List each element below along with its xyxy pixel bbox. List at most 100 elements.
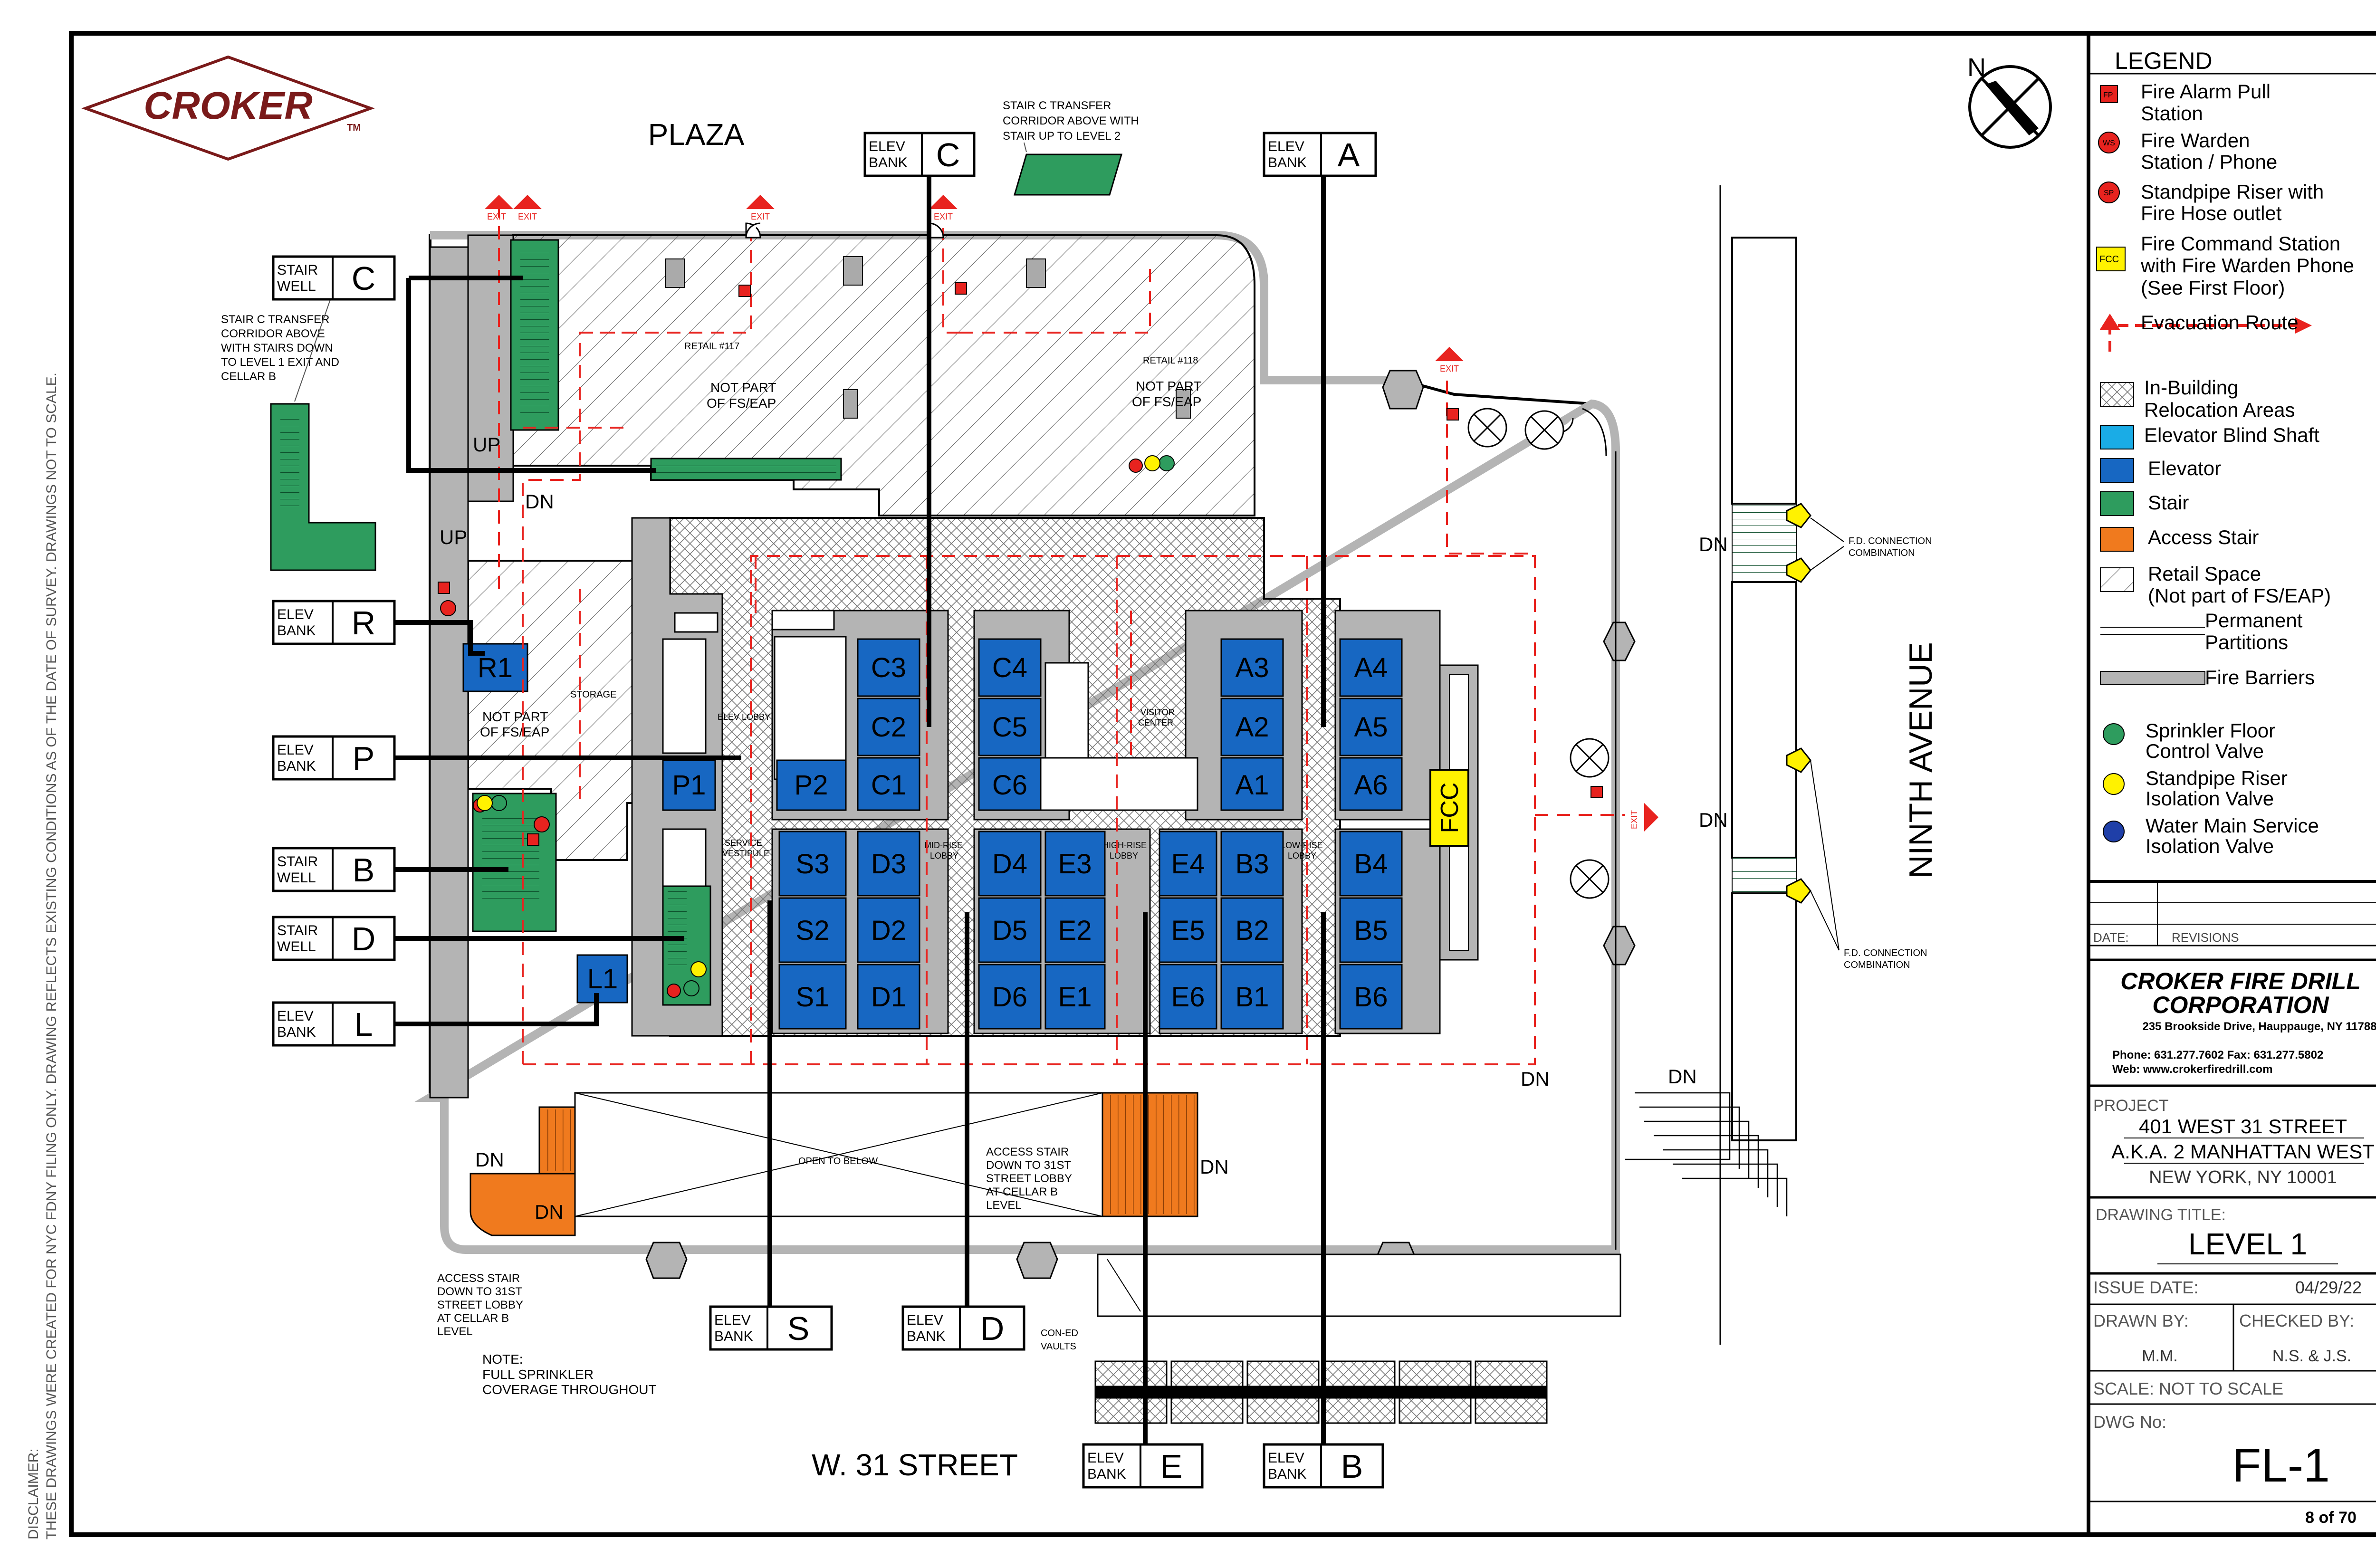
legend-item-14-line1: Standpipe Riser — [2146, 767, 2288, 789]
legend-item-11-line1: Permanent — [2205, 609, 2303, 631]
legend-blind-shaft-icon — [2100, 425, 2134, 449]
fd-connection-icons — [1786, 503, 1811, 904]
sidewalk-planters — [1731, 237, 1797, 1141]
standpipe-riser-icon — [1129, 459, 1143, 473]
disclaimer-label: DISCLAIMER: — [26, 1448, 41, 1539]
legend-ws-sym: WS — [2103, 139, 2115, 147]
callout-elev-b-line2: BANK — [1268, 1466, 1307, 1482]
sprinkler-control-valve-icon — [683, 980, 699, 996]
elevator-a3: A3 — [1220, 638, 1284, 697]
legend-fire-barrier-icon — [2100, 671, 2205, 685]
note-line-1: FULL SPRINKLER — [482, 1367, 594, 1382]
legend-item-14-line2: Isolation Valve — [2146, 787, 2274, 810]
dn-label-8: DN — [535, 1201, 564, 1223]
croker-logo: CROKER TM — [81, 55, 375, 161]
exit-label-3: EXIT — [751, 212, 770, 221]
exit-arrow-icon — [513, 195, 542, 209]
fd-connection-top-2: COMBINATION — [1849, 548, 1915, 558]
low-rise-lobby-2: LOBBY — [1288, 851, 1316, 860]
scale-label: SCALE: NOT TO SCALE — [2093, 1379, 2283, 1398]
elevator-b4: B4 — [1339, 831, 1403, 897]
project-line-3: NEW YORK, NY 10001 — [2149, 1167, 2337, 1187]
legend-access-stair-icon — [2100, 527, 2134, 552]
callout-elev-e-letter: E — [1160, 1448, 1183, 1485]
elevator-r1: R1 — [462, 643, 528, 692]
retail117-note-2: OF FS/EAP — [707, 396, 776, 411]
callout-stair-b-line1: STAIR — [277, 854, 318, 870]
exit-label-4: EXIT — [934, 212, 953, 221]
dn-label-1: DN — [525, 490, 554, 513]
con-ed-label-1: CON-ED — [1041, 1328, 1078, 1339]
callout-elev-d: ELEV BANK D — [901, 1305, 1025, 1351]
retail-space — [512, 234, 1255, 516]
elevator-a1-label: A1 — [1236, 770, 1269, 801]
legend-item-10-line2: (Not part of FS/EAP) — [2148, 584, 2331, 607]
street-w31: W. 31 STREET — [812, 1448, 1018, 1482]
legend-item-12-line1: Fire Barriers — [2205, 666, 2315, 688]
fcc-label: FCC — [1436, 783, 1464, 833]
callout-elev-d-line2: BANK — [907, 1329, 946, 1344]
dn-label-5: DN — [1668, 1065, 1697, 1088]
elevator-d3: D3 — [857, 831, 920, 897]
callout-elev-b-line1: ELEV — [1268, 1450, 1304, 1466]
visitor-center-1: VISITOR — [1140, 708, 1175, 717]
elevator-d6-label: D6 — [992, 982, 1027, 1013]
stair-c-top-note-1: STAIR C TRANSFER — [1003, 99, 1111, 112]
exit-arrow-icon — [485, 195, 513, 209]
legend-item-0-line1: Fire Alarm Pull — [2141, 80, 2271, 103]
issue-date-value: 04/29/22 — [2295, 1278, 2362, 1297]
elevator-s1-label: S1 — [796, 982, 830, 1013]
elevator-d1-label: D1 — [871, 982, 906, 1013]
project-label: PROJECT — [2093, 1097, 2169, 1115]
west-wall — [429, 246, 469, 1099]
exit-markers: EXIT EXIT EXIT EXIT EXIT EXIT — [485, 195, 1658, 832]
legend-item-2-line2: Fire Hose outlet — [2141, 202, 2282, 224]
elevator-c2-label: C2 — [871, 712, 906, 743]
evacuation-routes — [498, 200, 1625, 1065]
callout-elev-c-line1: ELEV — [869, 139, 905, 154]
legend-item-5-line2: Relocation Areas — [2144, 399, 2295, 421]
sheet-border — [69, 31, 2376, 1537]
stair-c-left-note-3: WITH STAIRS DOWN — [221, 342, 333, 354]
mid-rise-lobby-1: MID-RISE — [924, 841, 963, 850]
elevator-c1: C1 — [857, 757, 920, 811]
legend-item-0-line2: Station — [2141, 102, 2203, 124]
standpipe-isolation-valve-icon — [477, 795, 493, 811]
elevator-r1-label: R1 — [478, 652, 513, 683]
retail118-note-2: OF FS/EAP — [1132, 394, 1201, 409]
dn-label-7: DN — [475, 1148, 504, 1171]
elevator-s3: S3 — [778, 831, 847, 897]
elevator-e5-label: E5 — [1171, 915, 1205, 946]
stair-c-left-note-1: STAIR C TRANSFER — [221, 313, 329, 326]
legend-stair-icon — [2100, 491, 2134, 516]
legend-item-4-line1: Evacuation Route — [2141, 311, 2299, 334]
retail117-label: RETAIL #117 — [684, 341, 739, 352]
access-stair-west — [469, 1173, 576, 1236]
note-label: NOTE: — [482, 1352, 523, 1367]
columns — [645, 370, 1636, 1279]
callout-elev-a-letter: A — [1338, 136, 1360, 173]
callout-elev-c-letter: C — [936, 136, 960, 173]
elevator-b3: B3 — [1220, 831, 1284, 897]
legend-item-3-line1: Fire Command Station — [2141, 232, 2340, 255]
legend-item-6-line1: Elevator Blind Shaft — [2144, 424, 2319, 446]
callout-stair-c-letter: C — [352, 260, 376, 297]
disclaimer: DISCLAIMER: THESE DRAWINGS WERE CREATED … — [26, 373, 59, 1539]
access-stair-left-note-3: STREET LOBBY — [437, 1299, 523, 1311]
elevator-d5: D5 — [978, 897, 1042, 963]
callout-elev-s-line2: BANK — [714, 1329, 753, 1344]
callout-elev-d-letter: D — [980, 1310, 1005, 1347]
dwg-no-value: FL-1 — [2232, 1439, 2330, 1492]
elevator-s2: S2 — [778, 897, 847, 963]
stair-c-top-note-3: STAIR UP TO LEVEL 2 — [1003, 130, 1121, 143]
callout-stair-d-line1: STAIR — [277, 923, 318, 938]
callout-elev-b-letter: B — [1341, 1448, 1363, 1485]
access-stair-mid-note-4: AT CELLAR B — [986, 1186, 1058, 1198]
callout-elev-l-line1: ELEV — [277, 1008, 314, 1024]
high-rise-lobby-1: HIGH-RISE — [1102, 841, 1147, 850]
elevator-d3-label: D3 — [871, 849, 906, 880]
legend-item-13-line1: Sprinkler Floor — [2146, 719, 2275, 742]
callout-elev-c: ELEV BANK C — [863, 132, 976, 177]
dwg-no-label: DWG No: — [2093, 1412, 2166, 1432]
elevator-c6: C6 — [978, 757, 1042, 811]
